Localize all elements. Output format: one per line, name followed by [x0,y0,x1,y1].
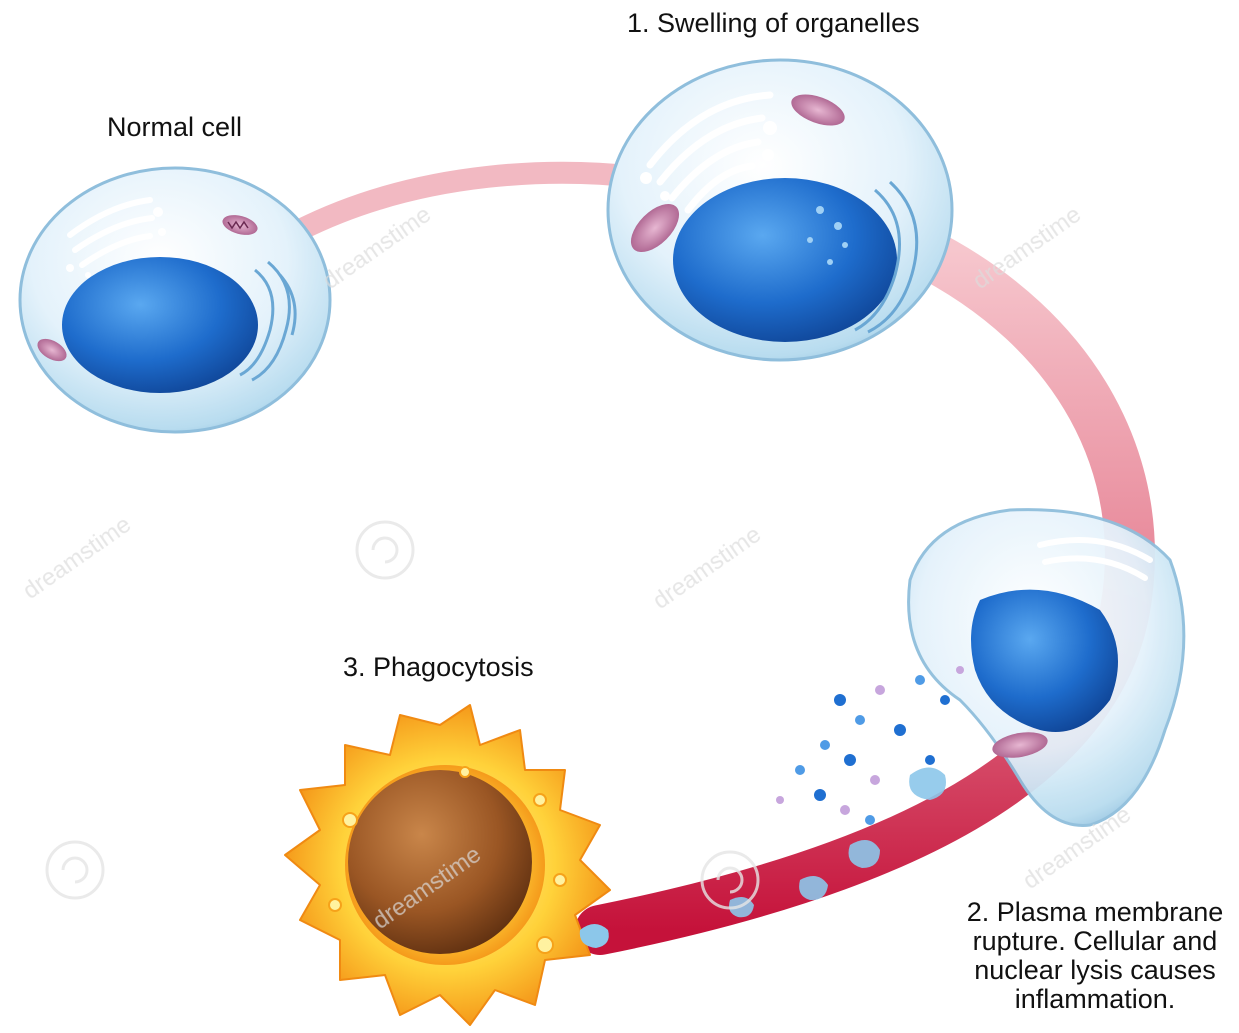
process-arc [300,173,660,230]
label-normal-cell: Normal cell [107,112,242,142]
label-plasma-membrane-rupture: 2. Plasma membrane rupture. Cellular and… [955,898,1235,1014]
watermark-text-1: dreamstime [18,511,136,605]
normal-cell [20,168,330,432]
label-phagocytosis: 3. Phagocytosis [343,652,534,682]
watermark-text-2: dreamstime [648,521,766,615]
watermark-text-4: dreamstime [968,201,1086,295]
label-swelling-of-organelles: 1. Swelling of organelles [627,8,920,38]
swelling-cell [608,60,952,360]
